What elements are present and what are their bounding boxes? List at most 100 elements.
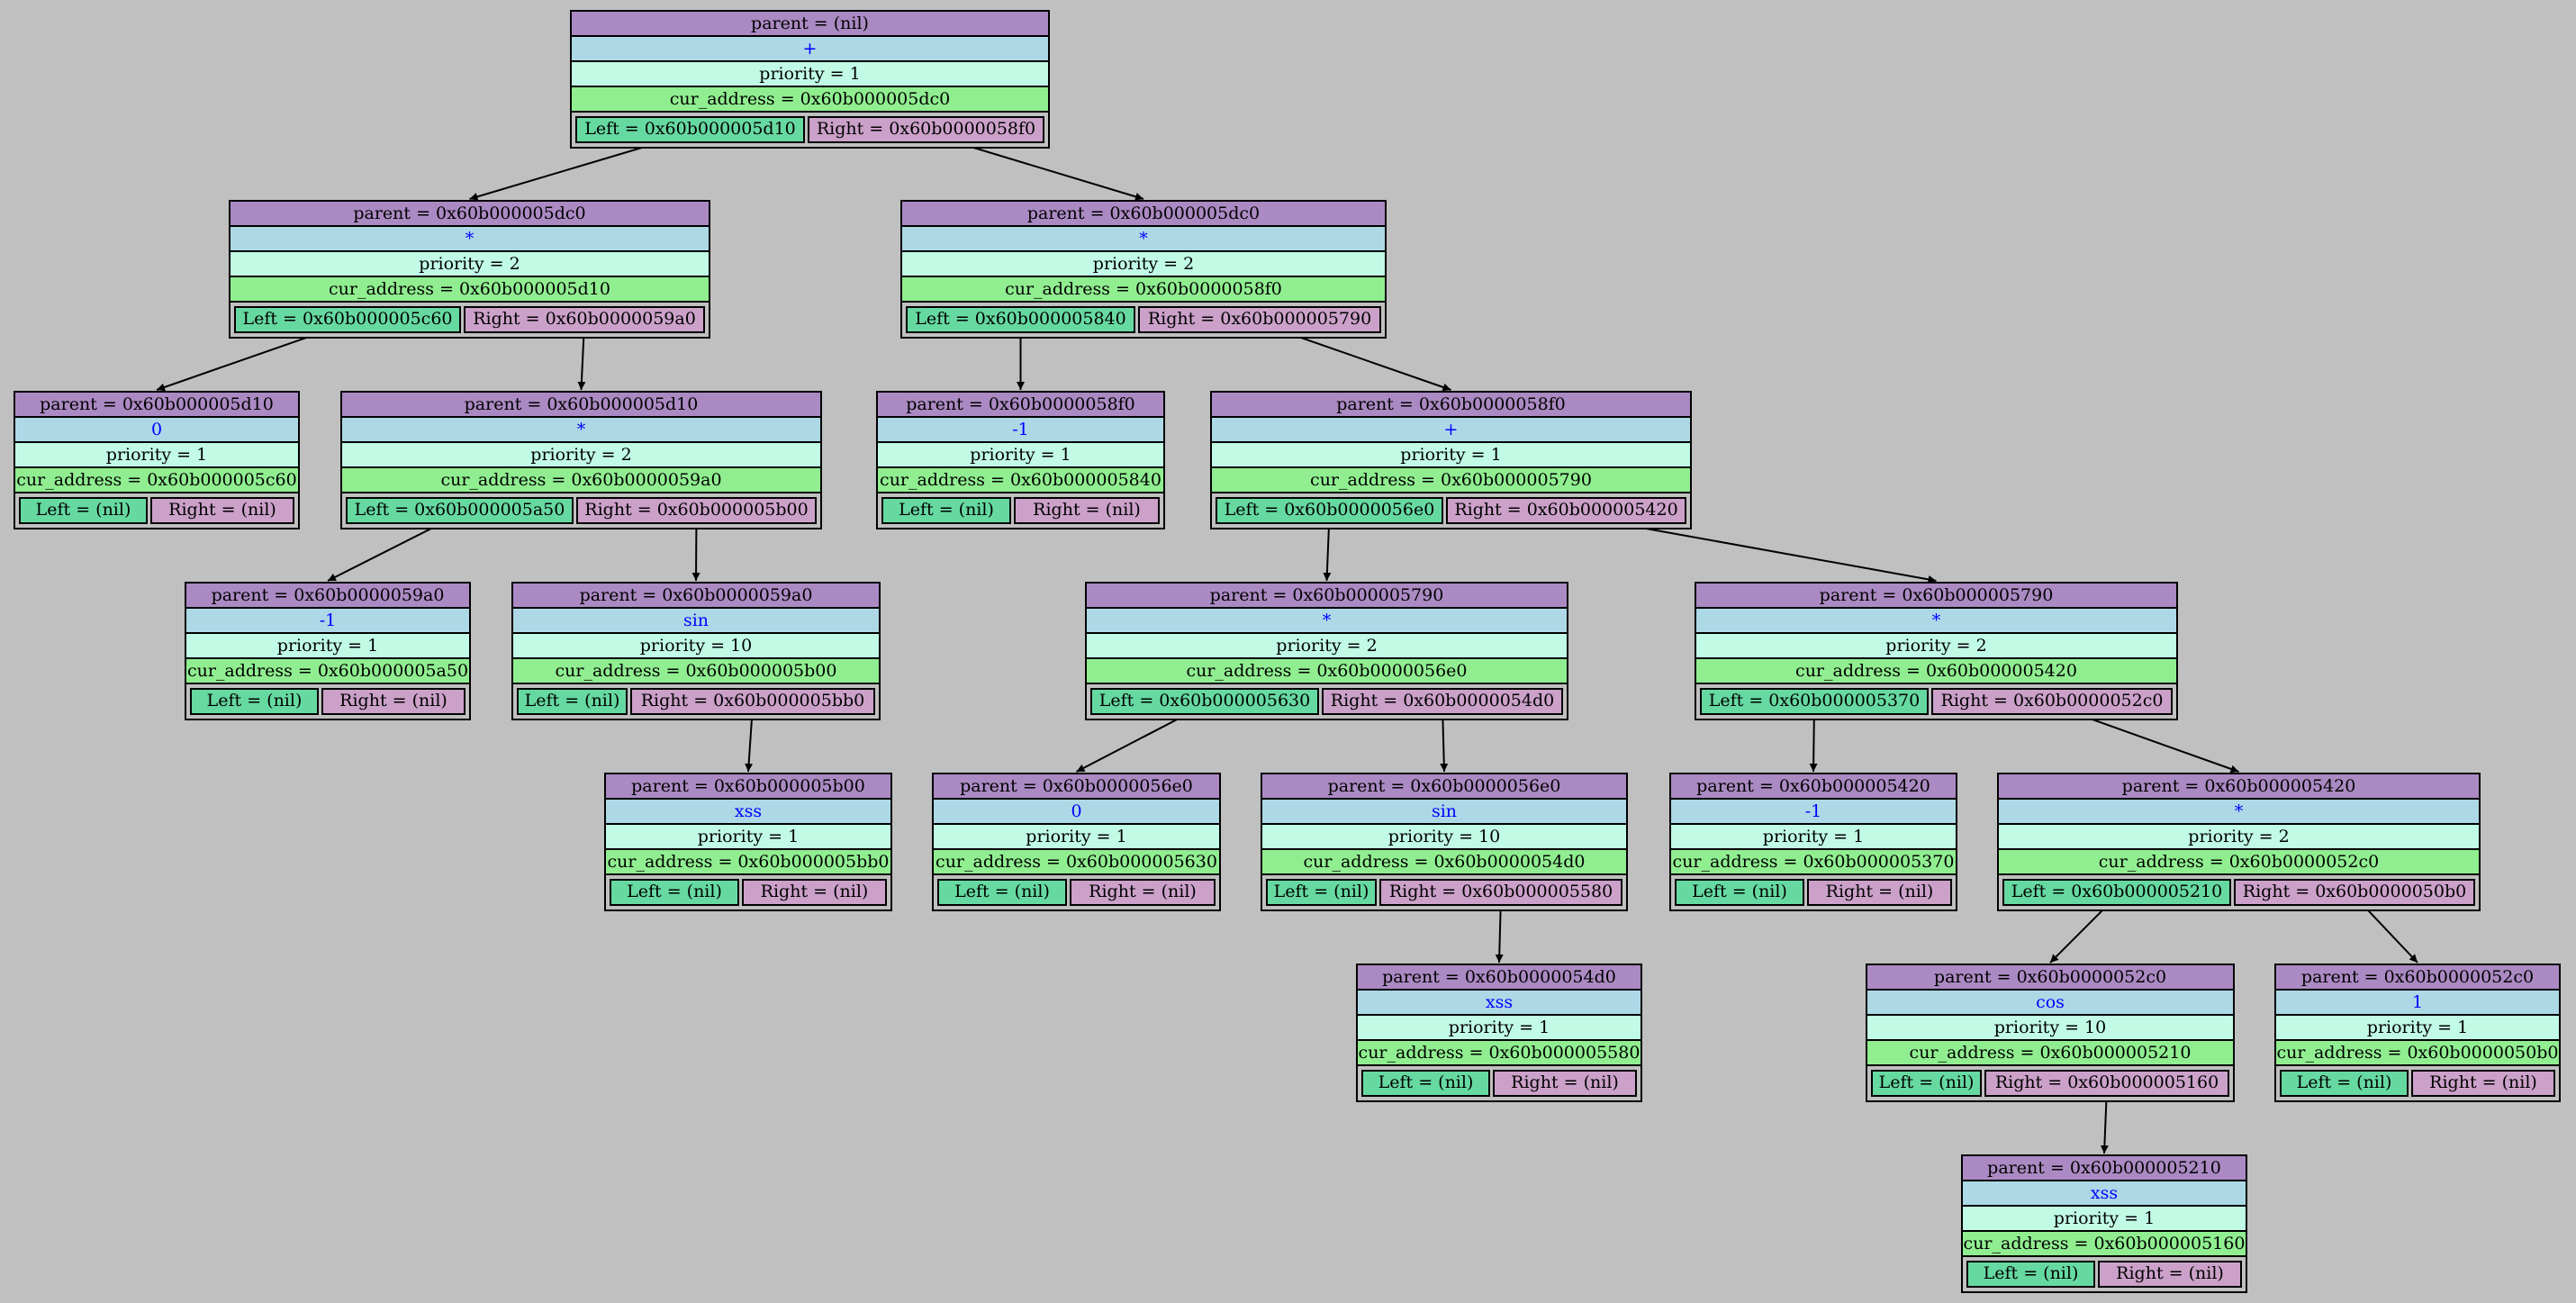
node-operator: 0 — [934, 800, 1219, 825]
right-pointer: Right = 0x60b000005b00 — [576, 497, 817, 524]
right-pointer: Right = 0x60b0000052c0 — [1931, 688, 2173, 715]
node-priority: priority = 2 — [230, 252, 709, 277]
node-parent-label: parent = 0x60b0000056e0 — [934, 774, 1219, 800]
node-operator: xss — [1358, 991, 1641, 1016]
node-priority: priority = 1 — [934, 825, 1219, 850]
right-pointer: Right = (nil) — [321, 688, 465, 715]
left-pointer: Left = (nil) — [881, 497, 1011, 524]
right-pointer: Right = (nil) — [2411, 1070, 2555, 1097]
node-parent-label: parent = 0x60b000005210 — [1963, 1156, 2246, 1181]
node-parent-label: parent = 0x60b0000059a0 — [186, 584, 469, 609]
node-children-row: Left = (nil)Right = (nil) — [1358, 1066, 1641, 1100]
node-priority: priority = 2 — [1087, 634, 1567, 659]
node-priority: priority = 10 — [1867, 1016, 2233, 1041]
node-children-row: Left = (nil)Right = 0x60b000005580 — [1262, 875, 1626, 909]
node-operator: * — [342, 418, 820, 443]
left-pointer: Left = 0x60b0000056e0 — [1216, 497, 1443, 524]
node-parent-label: parent = 0x60b0000052c0 — [2276, 965, 2559, 991]
node-operator: -1 — [1671, 800, 1956, 825]
left-pointer: Left = 0x60b000005370 — [1700, 688, 1929, 715]
node-priority: priority = 1 — [878, 443, 1163, 468]
node-priority: priority = 2 — [342, 443, 820, 468]
node-children-row: Left = (nil)Right = (nil) — [186, 684, 469, 719]
node-priority: priority = 10 — [1262, 825, 1626, 850]
left-pointer: Left = (nil) — [190, 688, 319, 715]
node-address: cur_address = 0x60b000005d10 — [230, 277, 709, 303]
node-priority: priority = 1 — [15, 443, 298, 468]
node-parent-label: parent = 0x60b000005420 — [1999, 774, 2479, 800]
node-children-row: Left = (nil)Right = (nil) — [606, 875, 890, 909]
node-parent-label: parent = 0x60b000005790 — [1696, 584, 2176, 609]
node-children-row: Left = (nil)Right = (nil) — [878, 493, 1163, 528]
node-operator: * — [1999, 800, 2479, 825]
left-pointer: Left = (nil) — [937, 879, 1067, 906]
right-pointer: Right = 0x60b0000050b0 — [2234, 879, 2475, 906]
node-address: cur_address = 0x60b000005dc0 — [572, 87, 1048, 113]
node-address: cur_address = 0x60b000005840 — [878, 468, 1163, 493]
node-operator: xss — [606, 800, 890, 825]
left-pointer: Left = (nil) — [517, 688, 628, 715]
node-operator: 1 — [2276, 991, 2559, 1016]
node-parent-label: parent = 0x60b000005dc0 — [902, 202, 1385, 227]
left-pointer: Left = 0x60b000005c60 — [234, 306, 461, 333]
node-parent-label: parent = 0x60b0000054d0 — [1358, 965, 1641, 991]
node-address: cur_address = 0x60b000005790 — [1212, 468, 1690, 493]
node-children-row: Left = (nil)Right = (nil) — [1963, 1257, 2246, 1291]
node-operator: sin — [513, 609, 879, 634]
node-operator: cos — [1867, 991, 2233, 1016]
left-pointer: Left = (nil) — [1675, 879, 1804, 906]
right-pointer: Right = 0x60b000005bb0 — [630, 688, 875, 715]
node-operator: + — [572, 37, 1048, 62]
node-operator: -1 — [186, 609, 469, 634]
right-pointer: Right = 0x60b000005580 — [1379, 879, 1622, 906]
left-pointer: Left = (nil) — [1871, 1070, 1982, 1097]
node-parent-label: parent = 0x60b000005420 — [1671, 774, 1956, 800]
right-pointer: Right = (nil) — [150, 497, 294, 524]
node-priority: priority = 1 — [572, 62, 1048, 87]
node-operator: -1 — [878, 418, 1163, 443]
node-priority: priority = 10 — [513, 634, 879, 659]
left-pointer: Left = 0x60b000005d10 — [575, 116, 805, 143]
right-pointer: Right = 0x60b0000059a0 — [464, 306, 705, 333]
node-children-row: Left = (nil)Right = (nil) — [1671, 875, 1956, 909]
right-pointer: Right = 0x60b000005160 — [1984, 1070, 2229, 1097]
node-operator: * — [1087, 609, 1567, 634]
left-pointer: Left = (nil) — [1966, 1261, 2095, 1288]
node-operator: * — [1696, 609, 2176, 634]
left-pointer: Left = (nil) — [1361, 1070, 1490, 1097]
left-pointer: Left = 0x60b000005210 — [2002, 879, 2231, 906]
node-address: cur_address = 0x60b000005210 — [1867, 1041, 2233, 1066]
node-priority: priority = 1 — [1212, 443, 1690, 468]
right-pointer: Right = (nil) — [1070, 879, 1216, 906]
node-children-row: Left = (nil)Right = (nil) — [934, 875, 1219, 909]
node-address: cur_address = 0x60b0000052c0 — [1999, 850, 2479, 875]
node-parent-label: parent = 0x60b000005dc0 — [230, 202, 709, 227]
node-operator: sin — [1262, 800, 1626, 825]
node-address: cur_address = 0x60b000005160 — [1963, 1232, 2246, 1257]
right-pointer: Right = (nil) — [1807, 879, 1952, 906]
node-children-row: Left = (nil)Right = 0x60b000005bb0 — [513, 684, 879, 719]
node-parent-label: parent = 0x60b000005b00 — [606, 774, 890, 800]
node-children-row: Left = (nil)Right = 0x60b000005160 — [1867, 1066, 2233, 1100]
right-pointer: Right = (nil) — [2098, 1261, 2242, 1288]
left-pointer: Left = (nil) — [2280, 1070, 2409, 1097]
node-address: cur_address = 0x60b000005580 — [1358, 1041, 1641, 1066]
